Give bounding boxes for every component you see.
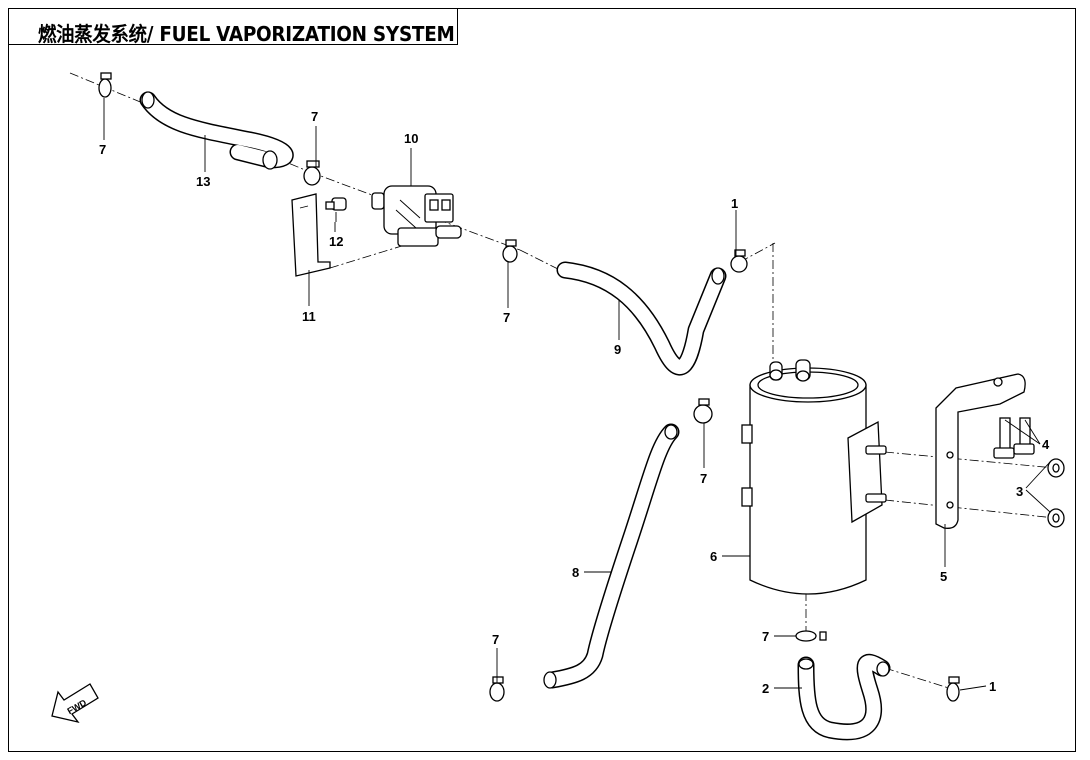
title-block: 燃油蒸发系统/ FUEL VAPORIZATION SYSTEM: [8, 8, 458, 46]
assembly-center-lines: [69, 72, 1056, 691]
hose-8: [543, 423, 680, 689]
callout-5: 5: [940, 569, 947, 584]
canister-6: [741, 359, 887, 595]
hose-2: [797, 653, 891, 741]
drawing-frame: [8, 8, 1076, 752]
bracket-5: [935, 373, 1026, 529]
clamps: [98, 72, 960, 702]
callout-8: 8: [572, 565, 579, 580]
nuts-3: [1047, 458, 1065, 528]
callout-7: 7: [762, 629, 769, 644]
callout-3: 3: [1016, 484, 1023, 499]
callout-11: 11: [302, 309, 316, 324]
callout-7: 7: [700, 471, 707, 486]
callout-9: 9: [614, 342, 621, 357]
bracket-11: [291, 193, 331, 277]
callout-7: 7: [492, 632, 499, 647]
callout-13: 13: [196, 174, 210, 189]
hose-13: [139, 91, 294, 170]
callout-12: 12: [329, 234, 343, 249]
leader-lines: [103, 98, 1051, 691]
hose-9: [556, 261, 727, 376]
callout-7: 7: [311, 109, 318, 124]
callout-2: 2: [762, 681, 769, 696]
callout-6: 6: [710, 549, 717, 564]
diagram-title: 燃油蒸发系统/ FUEL VAPORIZATION SYSTEM: [38, 22, 455, 46]
callout-7: 7: [99, 142, 106, 157]
callout-4: 4: [1042, 437, 1050, 452]
callout-7: 7: [503, 310, 510, 325]
bolt-12: [325, 197, 347, 222]
callout-1: 1: [989, 679, 996, 694]
fwd-arrow-icon: FWD: [51, 683, 99, 724]
callout-10: 10: [404, 131, 418, 146]
callout-labels: 7 13 7 10 12 11 7 9 1 7 6 5 4 3 8 7 2 7 …: [99, 109, 1050, 696]
purge-valve-10: [371, 185, 462, 247]
bolts-4: [993, 417, 1035, 459]
callout-1: 1: [731, 196, 738, 211]
